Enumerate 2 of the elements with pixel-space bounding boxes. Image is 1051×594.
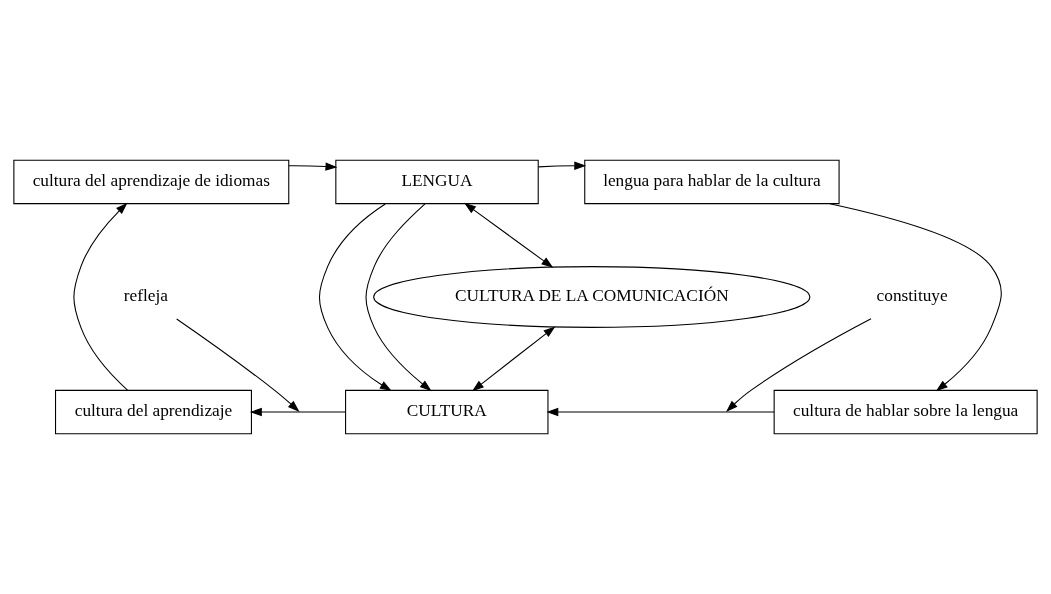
node-text: constituye	[876, 286, 948, 306]
node-text: refleja	[123, 286, 168, 306]
